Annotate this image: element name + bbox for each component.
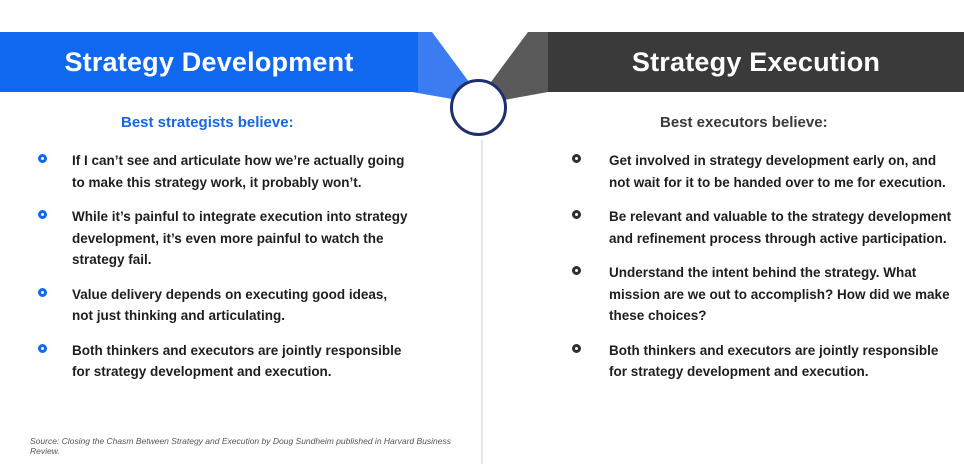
list-item: If I can’t see and articulate how we’re … bbox=[38, 150, 408, 193]
list-item: Be relevant and valuable to the strategy… bbox=[572, 206, 952, 249]
bullet-text: Value delivery depends on executing good… bbox=[72, 286, 388, 324]
list-item: Understand the intent behind the strateg… bbox=[572, 262, 952, 327]
bullet-icon bbox=[38, 343, 47, 353]
bullet-icon bbox=[38, 154, 47, 163]
bullet-text: If I can’t see and articulate how we’re … bbox=[72, 153, 405, 190]
bullet-text: Both thinkers and executors are jointly … bbox=[609, 342, 939, 380]
bullet-text: Get involved in strategy development ear… bbox=[609, 153, 946, 190]
list-item: While it’s painful to integrate executio… bbox=[38, 206, 408, 271]
list-item: Value delivery depends on executing good… bbox=[38, 284, 408, 327]
executors-bullet-list: Get involved in strategy development ear… bbox=[572, 150, 952, 396]
source-note: Source: Closing the Chasm Between Strate… bbox=[30, 436, 451, 456]
executors-subheading: Best executors believe: bbox=[660, 114, 828, 131]
strategy-execution-banner: Strategy Execution bbox=[548, 32, 964, 92]
list-item: Get involved in strategy development ear… bbox=[572, 150, 952, 193]
bullet-icon bbox=[572, 154, 581, 163]
bullet-text: Both thinkers and executors are jointly … bbox=[72, 342, 402, 380]
bullet-text: While it’s painful to integrate executio… bbox=[72, 209, 408, 267]
bullet-icon bbox=[572, 343, 581, 353]
list-item: Both thinkers and executors are jointly … bbox=[572, 340, 952, 383]
bullet-text: Understand the intent behind the strateg… bbox=[609, 265, 950, 323]
bullet-icon bbox=[572, 210, 581, 219]
left-connector-wing bbox=[412, 32, 472, 100]
right-connector-wing bbox=[488, 32, 548, 100]
strategy-execution-title: Strategy Execution bbox=[631, 46, 881, 77]
strategists-bullet-list: If I can’t see and articulate how we’re … bbox=[38, 150, 408, 396]
strategy-development-banner: Strategy Development bbox=[0, 32, 418, 92]
center-divider bbox=[481, 140, 483, 464]
bullet-icon bbox=[38, 287, 47, 297]
bullet-icon bbox=[572, 266, 581, 275]
strategists-subheading: Best strategists believe: bbox=[121, 114, 294, 131]
bullet-text: Be relevant and valuable to the strategy… bbox=[609, 209, 952, 246]
strategy-development-title: Strategy Development bbox=[64, 46, 354, 77]
list-item: Both thinkers and executors are jointly … bbox=[38, 340, 408, 383]
bullet-icon bbox=[38, 210, 47, 219]
center-circle bbox=[450, 79, 507, 136]
